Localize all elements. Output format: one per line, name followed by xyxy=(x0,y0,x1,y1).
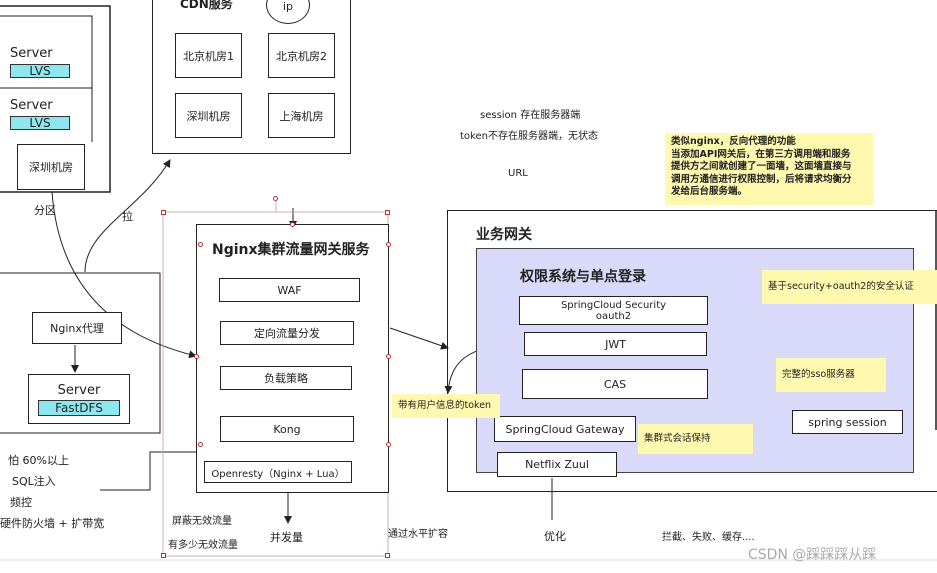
cdn-room-shenzhen[interactable]: 深圳机房 xyxy=(175,93,242,138)
sso-server-note: 完整的sso服务器 xyxy=(776,358,886,392)
shenzhen-room-box[interactable]: 深圳机房 xyxy=(17,144,85,190)
note-sql-injection: SQL注入 xyxy=(12,475,56,488)
connection-point[interactable] xyxy=(198,242,203,247)
note-firewall: 硬件防火墙 + 扩带宽 xyxy=(0,517,105,530)
note-line: 调用方通信进行权限控制，后将请求均衡分 xyxy=(671,173,852,185)
business-gateway-title: 业务网关 xyxy=(476,227,532,243)
cas-box[interactable]: CAS xyxy=(522,369,708,399)
server-label-3: Server xyxy=(57,382,101,398)
load-strategy-box[interactable]: 负载策略 xyxy=(220,366,352,390)
springcloud-gateway-box[interactable]: SpringCloud Gateway xyxy=(494,416,636,442)
note-line: 发给后台服务端。 xyxy=(671,186,748,197)
connection-point[interactable] xyxy=(386,442,391,447)
note-line: 提供方之间就创建了一面墙，这面墙直接与 xyxy=(671,161,852,172)
block-invalid-traffic-label: 屏蔽无效流量 xyxy=(172,516,232,527)
note-line: 类似nginx，反向代理的功能 xyxy=(671,136,796,147)
cdn-room-beijing2[interactable]: 北京机房2 xyxy=(268,33,335,78)
resize-handle[interactable] xyxy=(385,553,390,558)
url-label: URL xyxy=(508,168,528,179)
openresty-box[interactable]: Openresty（Nginx + Lua） xyxy=(204,461,352,483)
connection-point[interactable] xyxy=(198,442,203,447)
connection-point[interactable] xyxy=(386,354,391,359)
auth-sso-title: 权限系统与单点登录 xyxy=(520,269,646,285)
note-rate-control: 频控 xyxy=(10,496,32,509)
note-traffic-percent: 怕 60%以上 xyxy=(8,454,69,467)
traffic-dispatch-box[interactable]: 定向流量分发 xyxy=(220,321,354,345)
spring-session-box[interactable]: spring session xyxy=(792,410,903,434)
resize-handle[interactable] xyxy=(385,210,390,215)
cdn-title: CDN服务 xyxy=(180,0,233,11)
cdn-room-beijing1[interactable]: 北京机房1 xyxy=(175,33,242,78)
concurrency-label: 并发量 xyxy=(270,531,303,544)
pull-label: 拉 xyxy=(122,210,133,223)
nginx-cluster-container[interactable] xyxy=(196,224,389,493)
token-info-note: 带有用户信息的token xyxy=(392,394,500,418)
business-gateway-container[interactable] xyxy=(447,210,937,492)
resize-handle[interactable] xyxy=(161,210,166,215)
cdn-room-shanghai[interactable]: 上海机房 xyxy=(268,93,335,138)
rotate-handle[interactable] xyxy=(273,196,278,201)
resize-handle[interactable] xyxy=(161,553,166,558)
invalid-traffic-count-label: 有多少无效流量 xyxy=(168,540,238,551)
kong-box[interactable]: Kong xyxy=(220,416,354,442)
netflix-zuul-box[interactable]: Netflix Zuul xyxy=(497,452,617,477)
connection-point[interactable] xyxy=(290,222,295,227)
nginx-proxy-box[interactable]: Nginx代理 xyxy=(32,312,122,344)
horizontal-scale-label: 通过水平扩容 xyxy=(388,529,448,540)
intercept-label: 拦截、失败、缓存.... xyxy=(662,532,755,543)
lvs-badge-2: LVS xyxy=(10,116,70,130)
optimize-label: 优化 xyxy=(544,530,566,543)
partition-label: 分区 xyxy=(34,204,56,217)
lvs-badge-1: LVS xyxy=(10,64,70,78)
note-line: 当添加API网关后，在第三方调用端和服务 xyxy=(671,148,851,160)
cdn-service-container xyxy=(152,0,351,154)
connection-point[interactable] xyxy=(194,354,199,359)
session-note: session 存在服务器端 xyxy=(480,110,581,121)
springcloud-security-box[interactable]: SpringCloud Security oauth2 xyxy=(519,296,708,325)
server-label-1: Server xyxy=(10,46,53,61)
csdn-watermark: CSDN @踩踩踩从踩 xyxy=(748,547,877,563)
ip-label: ip xyxy=(282,0,294,13)
fastdfs-badge: FastDFS xyxy=(38,399,120,416)
reverse-proxy-note: 类似nginx，反向代理的功能 当添加API网关后，在第三方调用端和服务 提供方… xyxy=(665,133,873,205)
nginx-cluster-title: Nginx集群流量网关服务 xyxy=(212,242,370,258)
security-oauth-note: 基于security+oauth2的安全认证 xyxy=(762,270,937,304)
token-note: token不存在服务器端，无状态 xyxy=(460,131,598,142)
connection-point[interactable] xyxy=(386,242,391,247)
server-label-2: Server xyxy=(10,98,53,113)
jwt-box[interactable]: JWT xyxy=(524,332,707,356)
fastdfs-server-box[interactable]: Server FastDFS xyxy=(28,374,130,424)
waf-box[interactable]: WAF xyxy=(219,278,360,302)
cluster-session-note: 集群式会话保持 xyxy=(638,424,753,454)
